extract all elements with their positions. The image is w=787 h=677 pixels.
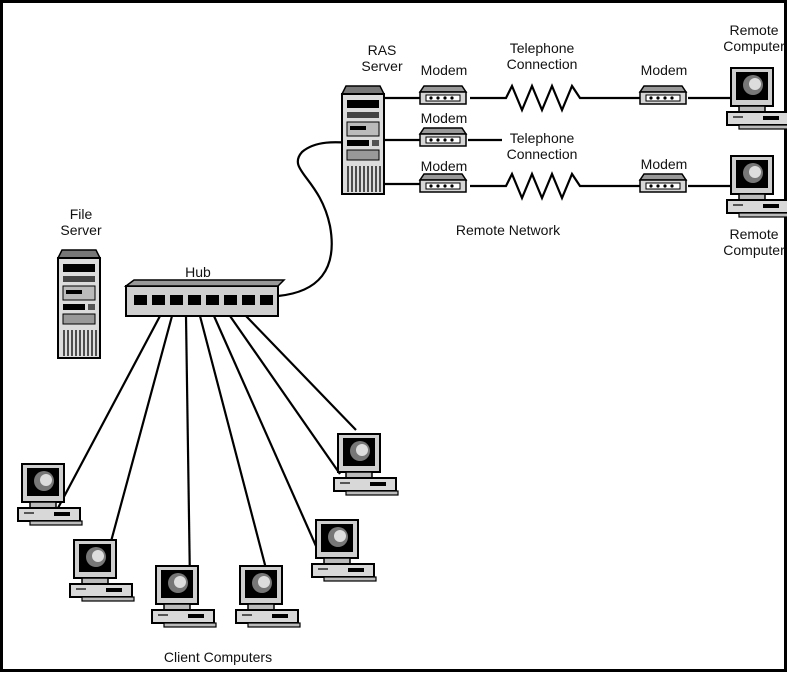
remote-computer-label: Remote Computer xyxy=(722,22,786,54)
file-server-label: File Server xyxy=(56,206,106,238)
client-computer-icon xyxy=(334,434,398,495)
modem-icon xyxy=(420,128,466,146)
hub-device xyxy=(126,280,284,316)
client-computer-icon xyxy=(70,540,134,601)
telephone-connection-label: Telephone Connection xyxy=(496,40,588,72)
modem-icon xyxy=(640,174,686,192)
modem-label: Modem xyxy=(634,156,694,172)
modem-label: Modem xyxy=(414,110,474,126)
client-computer-icon xyxy=(152,566,216,627)
client-computer-icon xyxy=(18,464,82,525)
telephone-connection-label: Telephone Connection xyxy=(496,130,588,162)
remote-computer-icon xyxy=(727,68,787,129)
remote-computer-label: Remote Computer xyxy=(722,226,786,258)
client-computers-label: Client Computers xyxy=(150,649,286,665)
modem-icon xyxy=(420,174,466,192)
ras-server-label: RAS Server xyxy=(358,42,406,74)
modem-label: Modem xyxy=(634,62,694,78)
ras-server-icon xyxy=(342,86,384,194)
modem-icon xyxy=(640,86,686,104)
hub-label: Hub xyxy=(176,264,220,280)
remote-network-label: Remote Network xyxy=(440,222,576,238)
remote-computer-icon xyxy=(727,156,787,217)
modem-label: Modem xyxy=(414,158,474,174)
ras-uplink-cable xyxy=(278,142,352,296)
modem-label: Modem xyxy=(414,62,474,78)
modem-icon xyxy=(420,86,466,104)
client-computer-icon xyxy=(236,566,300,627)
client-computer-icon xyxy=(312,520,376,581)
file-server-icon xyxy=(58,250,100,358)
